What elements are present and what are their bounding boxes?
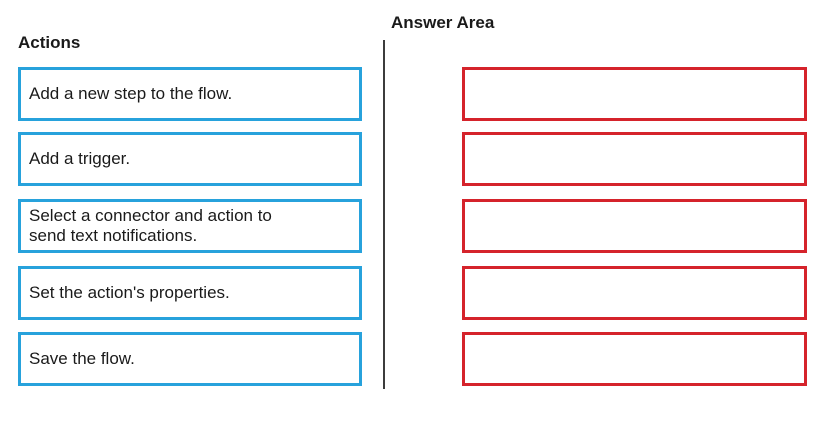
answer-slot[interactable] bbox=[462, 132, 807, 186]
actions-title: Actions bbox=[18, 33, 81, 52]
answer-slot[interactable] bbox=[462, 67, 807, 121]
answer-area-title: Answer Area bbox=[391, 13, 495, 32]
action-item-label: Add a new step to the flow. bbox=[29, 84, 233, 103]
action-item[interactable]: Select a connector and action to send te… bbox=[18, 199, 362, 253]
action-item[interactable]: Add a new step to the flow. bbox=[18, 67, 362, 121]
answer-slot[interactable] bbox=[462, 332, 807, 386]
action-item-label: Add a trigger. bbox=[29, 149, 131, 168]
divider bbox=[383, 40, 385, 389]
action-item[interactable]: Save the flow. bbox=[18, 332, 362, 386]
action-item-label: Select a connector and action to send te… bbox=[29, 206, 272, 245]
answer-slot[interactable] bbox=[462, 266, 807, 320]
answer-slot[interactable] bbox=[462, 199, 807, 253]
action-item[interactable]: Set the action's properties. bbox=[18, 266, 362, 320]
action-item-label: Set the action's properties. bbox=[29, 283, 230, 302]
action-item[interactable]: Add a trigger. bbox=[18, 132, 362, 186]
action-item-label: Save the flow. bbox=[29, 349, 135, 368]
